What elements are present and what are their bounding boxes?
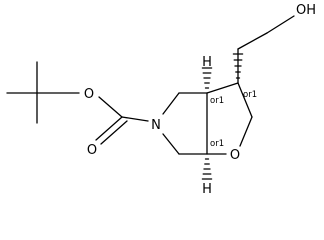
atom-ring-nitrogen: N (151, 118, 161, 133)
stereo-label-c3: or1 (243, 90, 257, 100)
bond-n-to-c4 (162, 92, 180, 115)
bond-ch2-to-oh (266, 15, 295, 34)
hashed-wedge-top (201, 67, 213, 89)
bonds (6, 15, 295, 155)
bond-carbonyl-to-nitrogen (121, 116, 149, 122)
stereo-label-c3a: or1 (210, 96, 224, 106)
stereo-label-c6a: or1 (210, 139, 224, 149)
atom-carbonyl-oxygen: O (87, 143, 97, 158)
hashed-wedge-bottom (201, 158, 213, 180)
atom-stereo-hydrogen-bottom: H (202, 182, 212, 194)
bond-c3-to-c2 (237, 82, 253, 118)
hashed-wedge-c3-side-chain (232, 53, 244, 79)
atom-stereo-hydrogen-top: H (202, 55, 212, 70)
atom-ester-oxygen: O (84, 87, 94, 102)
bond-carbonyl-double-a (95, 116, 123, 141)
bond-c3a-to-c3 (206, 82, 239, 94)
bond-ester-oxygen-to-carbonyl (98, 96, 123, 118)
structure-diagram: O O N O OH H H or1 or1 or1 (6, 3, 316, 194)
atom-ring-oxygen: O (230, 148, 240, 163)
bond-ch2-to-ch2 (237, 32, 268, 50)
bond-carbonyl-double-b (100, 120, 128, 145)
atom-hydroxyl: OH (296, 3, 316, 18)
bond-c2-to-ring-oxygen (239, 116, 253, 147)
bond-n-to-c6 (162, 133, 180, 155)
